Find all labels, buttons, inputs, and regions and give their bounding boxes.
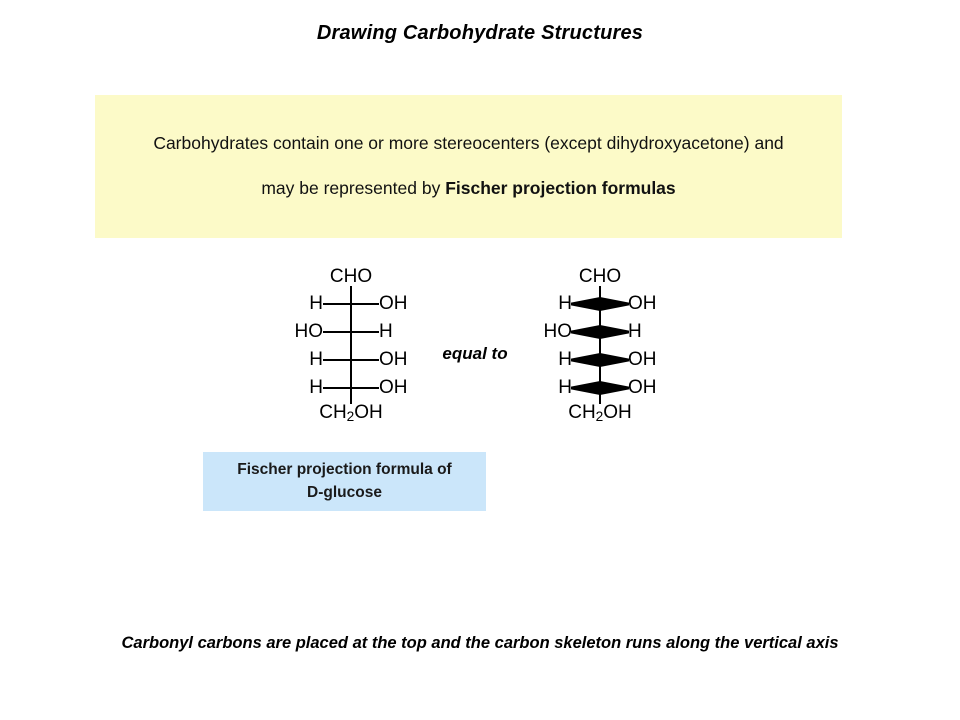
page-title: Drawing Carbohydrate Structures [316,22,644,44]
substituent-right-label: OH [628,377,657,398]
top-group-label: CHO [578,266,622,287]
substituent-right-label: OH [379,377,408,398]
callout-box: Carbohydrates contain one or more stereo… [95,95,842,238]
structures-container: CHO H OH HO H H OH H OH CH2OH [0,262,960,442]
substituent-left-label: H [309,377,323,398]
equal-to-label: equal to [442,344,508,363]
wedge-bond-left [571,381,600,395]
bottom-group-label: CH2OH [251,403,451,424]
stereocenter-row: H OH [251,292,451,316]
stereocenter-row: H OH [251,376,451,400]
bottom-group-head: CH [568,402,596,423]
bond-left [323,303,351,305]
wedge-bond-right [600,353,629,367]
substituent-left-label: HO [294,321,324,342]
substituent-right-label: H [379,321,393,342]
bond-left [323,359,351,361]
substituent-right-label: OH [379,349,408,370]
stereocenter-row: H OH [251,348,451,372]
wedge-bond-right [600,297,629,311]
bottom-group-subscript: 2 [595,409,604,424]
bottom-group-head: CH [319,402,347,423]
substituent-left-label: H [558,349,572,370]
callout-line-1: Carbohydrates contain one or more stereo… [153,133,784,154]
wedge-bond-left [571,325,600,339]
substituent-right-label: H [628,321,642,342]
bottom-caption: Carbonyl carbons are placed at the top a… [121,634,839,652]
caption-box: Fischer projection formula of D-glucose [203,452,486,511]
wedge-bond-right [600,381,629,395]
callout-line-2-emphasis: Fischer projection formulas [445,178,676,198]
substituent-left-label: HO [543,321,573,342]
bond-right [351,387,379,389]
fischer-projection-plain: CHO H OH HO H H OH H OH CH2OH [251,262,451,437]
bottom-group-label: CH2OH [500,403,700,424]
substituent-left-label: H [558,293,572,314]
stereocenter-row: H OH [500,348,700,372]
wedge-bond-left [571,297,600,311]
bottom-group-tail: OH [354,402,383,423]
substituent-right-label: OH [628,349,657,370]
bond-left [323,387,351,389]
bond-left [323,331,351,333]
stereocenter-row: H OH [500,292,700,316]
substituent-right-label: OH [379,293,408,314]
substituent-left-label: H [309,293,323,314]
wedge-bond-left [571,353,600,367]
stereocenter-row: H OH [500,376,700,400]
caption-line-2: D-glucose [307,483,382,501]
top-group-label: CHO [329,266,373,287]
substituent-left-label: H [558,377,572,398]
stereocenter-row: HO H [500,320,700,344]
bottom-group-subscript: 2 [346,409,355,424]
fischer-projection-wedge: CHO H OH HO H H OH H OH CH2OH [500,262,700,437]
bond-right [351,303,379,305]
stereocenter-row: HO H [251,320,451,344]
carbon-backbone-line [350,286,352,404]
substituent-left-label: H [309,349,323,370]
carbon-backbone-line [599,286,601,404]
caption-line-1: Fischer projection formula of [237,461,452,479]
wedge-bond-right [600,325,629,339]
substituent-right-label: OH [628,293,657,314]
callout-line-2-prefix: may be represented by [261,178,446,198]
callout-box-content: Carbohydrates contain one or more stereo… [95,95,842,238]
bond-right [351,331,379,333]
bottom-group-tail: OH [603,402,632,423]
bond-right [351,359,379,361]
callout-line-2: may be represented by Fischer projection… [261,177,675,201]
